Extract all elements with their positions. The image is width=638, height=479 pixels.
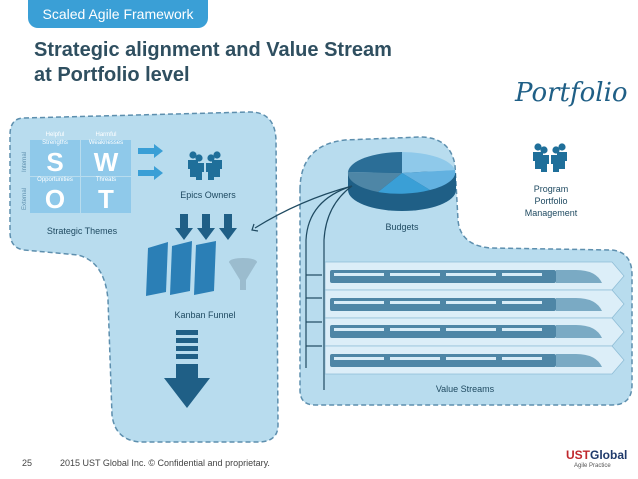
framework-tab: Scaled Agile Framework — [28, 0, 208, 28]
swot-threats-cell: Threats T — [81, 177, 131, 213]
budget-connectors — [251, 185, 353, 390]
swot-opportunities-cell: Opportunities O — [30, 177, 80, 213]
swot-harmful-header: Harmful — [95, 132, 117, 138]
program-portfolio-management-label: Program Portfolio Management — [524, 184, 578, 218]
release-train-1 — [330, 270, 602, 283]
kanban-funnel-label: Kanban Funnel — [174, 310, 236, 320]
funnel-icon — [229, 258, 257, 290]
budgets-pie-icon — [347, 151, 456, 211]
slide-title: Strategic alignment and Value Stream at … — [34, 39, 392, 86]
copyright-text: 2015 UST Global Inc. © Confidential and … — [60, 458, 270, 468]
value-streams-label: Value Streams — [435, 384, 495, 394]
budgets-label: Budgets — [385, 222, 419, 232]
kanban-columns-icon — [146, 241, 216, 296]
portfolio-script-title: Portfolio — [515, 78, 628, 108]
release-train-4 — [330, 354, 602, 367]
swot-grid: Helpful Harmful Strengths S Weaknesses W… — [22, 132, 131, 213]
swot-external-label: External — [22, 187, 28, 210]
ppm-people-icon — [533, 143, 567, 172]
swot-weaknesses-cell: Weaknesses W — [81, 140, 131, 176]
release-train-3 — [330, 325, 602, 338]
slide-number: 25 — [22, 458, 33, 468]
epics-down-arrows — [175, 214, 237, 240]
swot-arrows — [138, 144, 163, 180]
epics-owners-label: Epics Owners — [180, 190, 236, 200]
release-train-2 — [330, 298, 602, 311]
swot-strengths-cell: Strengths S — [30, 140, 80, 176]
strategic-themes-label: Strategic Themes — [46, 226, 118, 236]
swot-helpful-header: Helpful — [45, 132, 65, 138]
backlog-arrow-icon — [164, 330, 210, 408]
ust-global-logo: USTGlobal Agile Practice — [566, 448, 628, 469]
swot-internal-label: Internal — [22, 151, 28, 172]
